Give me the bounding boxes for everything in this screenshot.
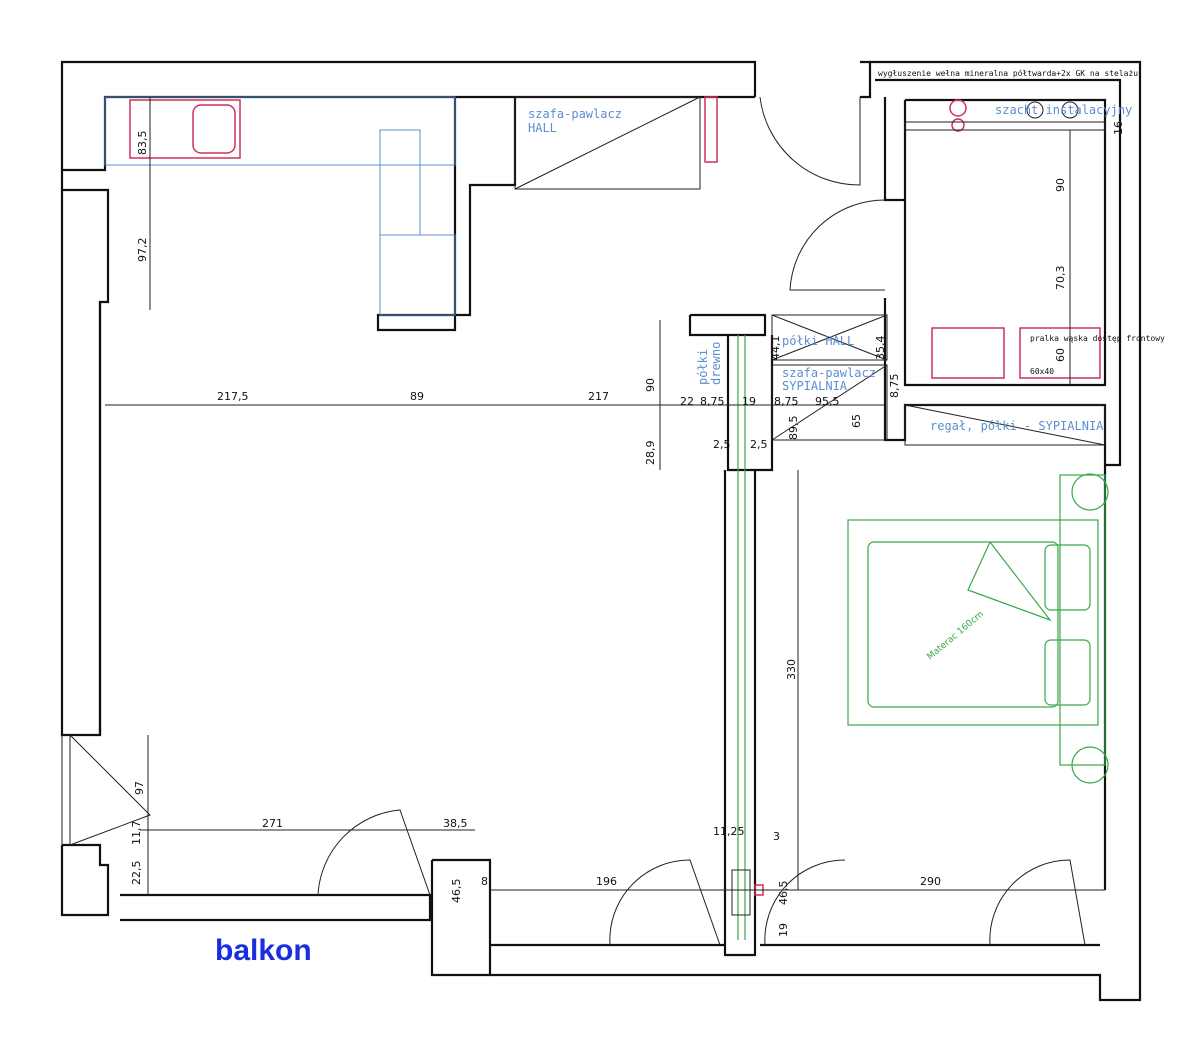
dimension-texts: 83,5 97,2 217,5 89 217 90 28,9 22 8,75 1… [130,121,1125,937]
dim: 22,5 [130,861,143,886]
dim: 90 [644,378,657,392]
closets [731,314,888,940]
dim: 28,9 [644,441,657,466]
washer-label: pralka wąska dostęp frontowy [1030,334,1165,343]
dim: 46,5 [777,881,790,906]
dim: 11,25 [713,825,745,838]
bed [847,473,1109,784]
doors [69,96,1086,946]
dim: 97,2 [136,238,149,263]
dim: 290 [920,875,941,888]
dim: 271 [262,817,283,830]
kitchen [104,96,718,316]
installation-shaft-label: szacht instalacyjny [995,103,1132,117]
dim: 35,4 [874,336,887,361]
dim: 83,5 [136,131,149,156]
shelves-wood-label-1: półki [696,349,710,385]
washer-size: 60x40 [1030,367,1054,376]
dim: 89 [410,390,424,403]
dim: 44,1 [769,336,782,361]
dim: 8,75 [888,374,901,399]
walls [60,60,1142,1002]
wardrobe-bedroom-label-2: SYPIALNIA [782,379,848,393]
dim: 3 [773,830,780,843]
sink [129,99,241,159]
dim: 89,5 [787,416,800,441]
dim: 8,75 [700,395,725,408]
dim: 19 [742,395,756,408]
dim: 2,5 [750,438,768,451]
dim: 95,5 [815,395,840,408]
dim: 8 [481,875,488,888]
mattress-label: Materac 160cm [926,609,986,662]
wardrobe-hall-label-2: HALL [528,121,557,135]
dim: 8,75 [774,395,799,408]
dim: 70,3 [1054,266,1067,291]
dim: 22 [680,395,694,408]
dim: 19 [777,923,790,937]
insulation-note: wygłuszenie wełna mineralna półtwarda+2x… [878,68,1138,78]
dim: 60 [1054,348,1067,362]
dim: 46,5 [450,879,463,904]
dim: 65 [850,414,863,428]
shelves-wood-label-2: drewno [709,342,723,385]
dim: 90 [1054,178,1067,192]
dim: 217,5 [217,390,249,403]
dim: 196 [596,875,617,888]
wardrobe-bedroom-label-1: szafa-pawlacz [782,366,876,380]
dim: 11,7 [130,821,143,846]
wardrobe-hall-label-1: szafa-pawlacz [528,107,622,121]
dimension-lines [105,97,1105,895]
dim: 38,5 [443,817,468,830]
dim: 97 [133,781,146,795]
rack-bedroom-label: regał, półki - SYPIALNIA [930,419,1104,433]
dim: 217 [588,390,609,403]
dim: 330 [785,659,798,680]
dim: 16 [1112,121,1125,135]
shelves-hall-label: półki HALL [782,334,854,348]
dim: 2,5 [713,438,731,451]
bathroom [904,99,1106,446]
balcony-label: balkon [215,934,312,967]
